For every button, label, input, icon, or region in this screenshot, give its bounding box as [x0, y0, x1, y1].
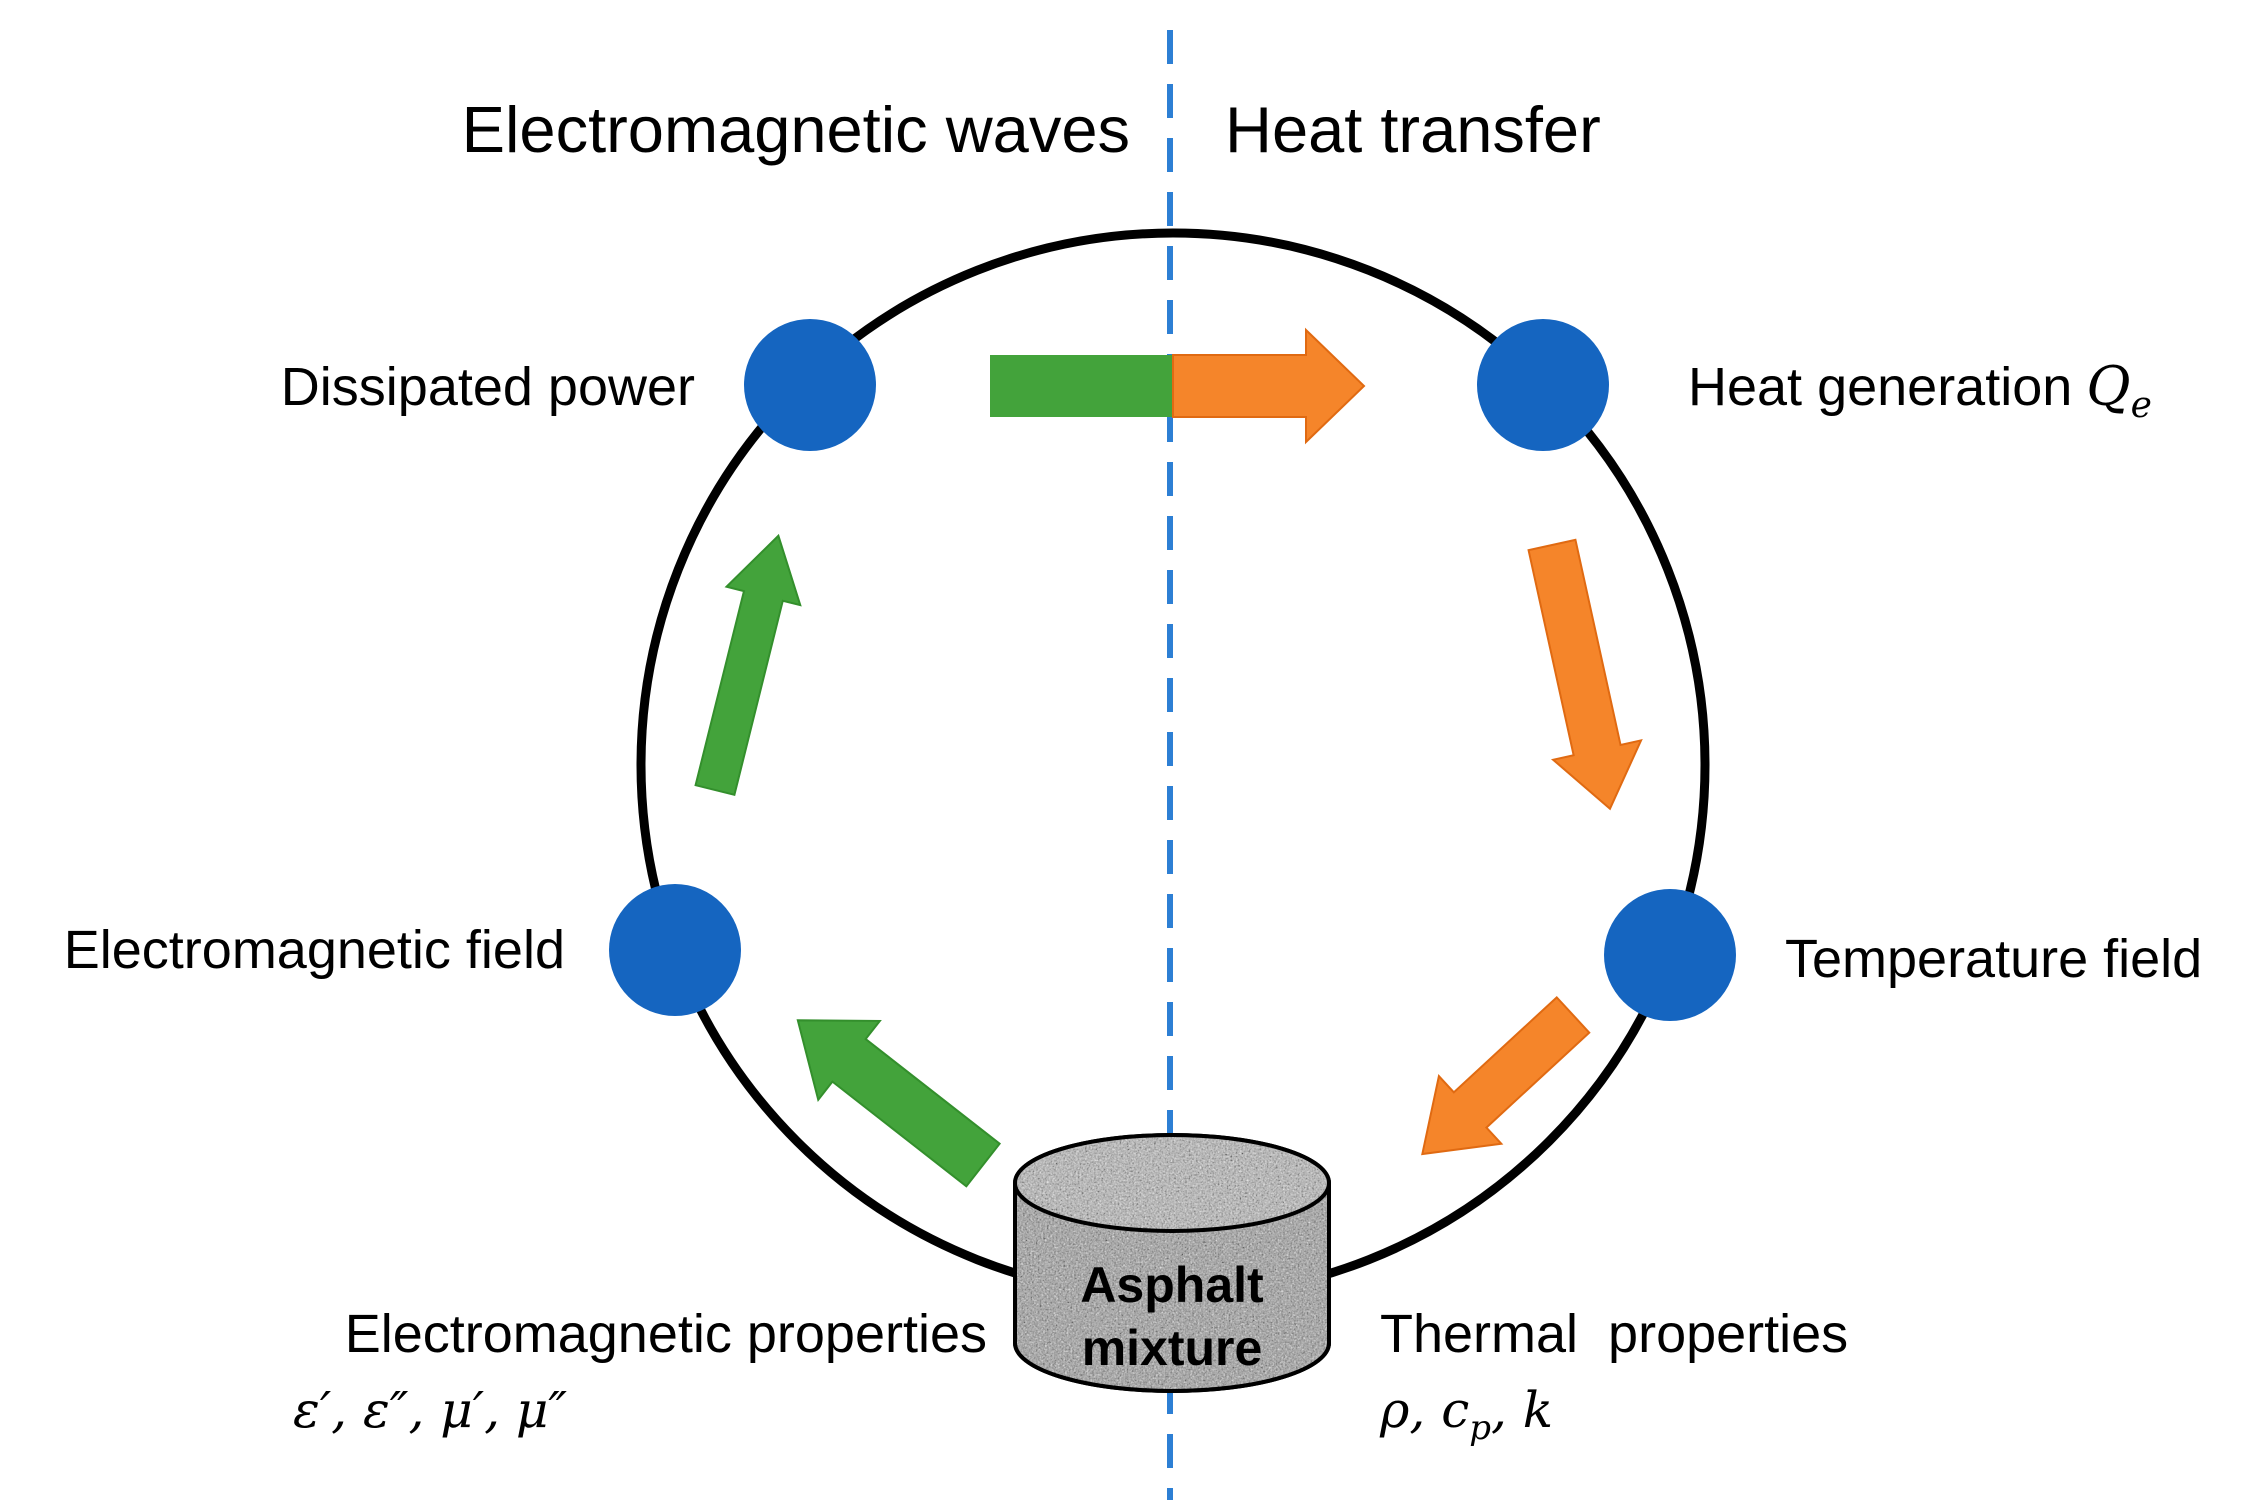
thermal-k: , k — [1491, 1381, 1553, 1439]
node-heat-generation — [1477, 319, 1609, 451]
heat-generation-subscript: e — [2131, 385, 2152, 426]
top-connector-orange-arrow — [1172, 327, 1366, 445]
asphalt-mixture-cylinder — [1013, 1133, 1331, 1393]
arrow-heat-to-temperature — [1527, 538, 1643, 811]
electromagnetic-property-symbols: ε′, ε″, μ′, μ″ — [293, 1381, 567, 1439]
heat-generation-symbol: Q — [2086, 355, 2130, 418]
thermal-rho: ρ, — [1379, 1381, 1441, 1439]
label-thermal-properties: Thermal properties — [1380, 1304, 1848, 1364]
top-connector-green-bar — [990, 355, 1173, 417]
thermal-property-symbols: ρ, cp, k — [1379, 1381, 1553, 1448]
node-temperature-field — [1604, 889, 1736, 1021]
heat-generation-text: Heat generation — [1688, 357, 2072, 417]
node-dissipated-power — [744, 319, 876, 451]
header-electromagnetic-waves: Electromagnetic waves — [462, 93, 1130, 166]
arrow-temperature-to-asphalt — [1421, 995, 1591, 1156]
label-dissipated-power: Dissipated power — [281, 357, 695, 417]
node-electromagnetic-field — [609, 884, 741, 1016]
label-electromagnetic-properties: Electromagnetic properties — [345, 1304, 987, 1364]
asphalt-label-line1: Asphalt — [1080, 1257, 1264, 1313]
arrow-asphalt-to-electromagnetic-field — [796, 1019, 1002, 1188]
label-electromagnetic-field: Electromagnetic field — [64, 920, 565, 980]
thermal-c: c — [1441, 1381, 1469, 1439]
label-temperature-field: Temperature field — [1785, 929, 2202, 989]
thermal-c-subscript: p — [1469, 1408, 1491, 1448]
arrow-field-to-dissipated-power — [694, 533, 802, 797]
header-heat-transfer: Heat transfer — [1225, 93, 1601, 166]
asphalt-label-line2: mixture — [1082, 1320, 1263, 1376]
